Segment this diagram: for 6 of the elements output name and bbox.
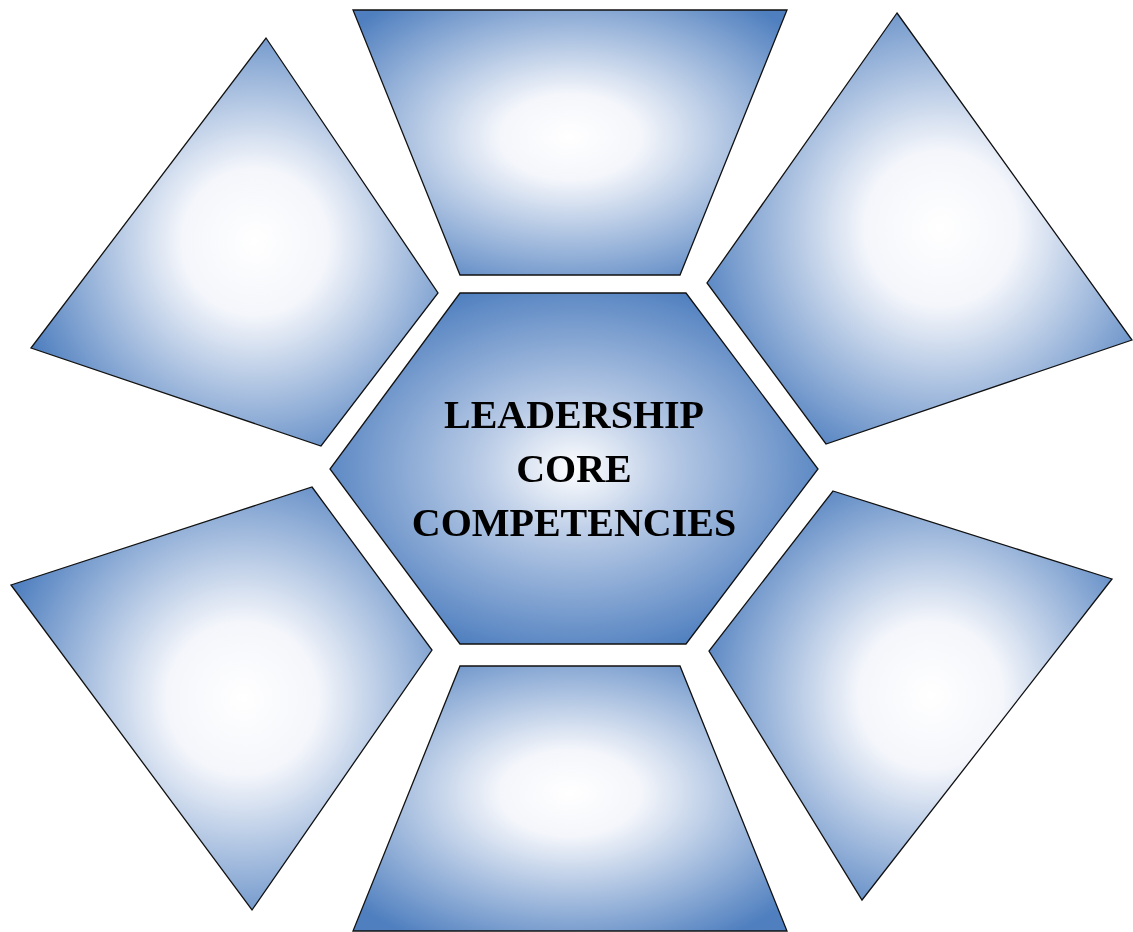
quadrilateral-shape xyxy=(31,38,438,446)
trapezoid-shape xyxy=(353,666,787,931)
quadrilateral-shape xyxy=(707,13,1132,444)
hexagon-box xyxy=(330,293,818,644)
trapezoid-shape xyxy=(353,10,787,275)
heading-text: LEADERSHIP CORE COMPETENCIES xyxy=(410,390,738,547)
